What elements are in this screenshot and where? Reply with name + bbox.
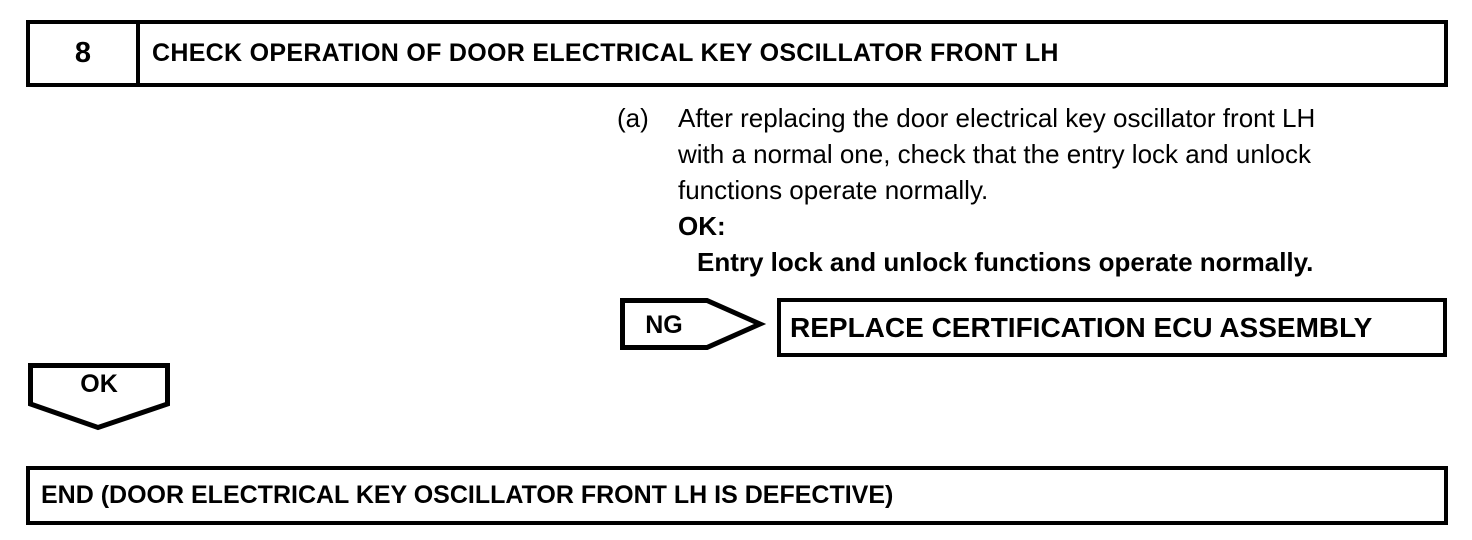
ng-pentagon-right-arrow-icon: [620, 298, 767, 350]
instruction-line-1: (a) After replacing the door electrical …: [617, 100, 1465, 136]
step-title: CHECK OPERATION OF DOOR ELECTRICAL KEY O…: [152, 39, 1059, 67]
instruction-text: After replacing the door electrical key …: [678, 103, 1316, 133]
ok-pentagon-down-arrow-icon: [28, 363, 170, 431]
ok-heading: OK:: [678, 211, 726, 241]
instruction-text: functions operate normally.: [678, 175, 989, 205]
instruction-line-3: functions operate normally.: [617, 172, 1465, 208]
instruction-block: (a) After replacing the door electrical …: [617, 100, 1465, 280]
ng-arrow-shape: [620, 298, 767, 350]
ng-action-box: REPLACE CERTIFICATION ECU ASSEMBLY: [777, 298, 1447, 357]
step-number: 8: [30, 24, 140, 83]
instruction-text: with a normal one, check that the entry …: [678, 139, 1312, 169]
ok-condition: Entry lock and unlock functions operate …: [697, 247, 1314, 277]
ng-branch-label: NG: [645, 310, 683, 339]
ok-arrow-shape: [28, 363, 170, 431]
ok-branch-label: OK: [80, 369, 118, 398]
step-header-box: 8 CHECK OPERATION OF DOOR ELECTRICAL KEY…: [26, 20, 1448, 87]
instruction-line-2: with a normal one, check that the entry …: [617, 136, 1465, 172]
end-step-box: END (DOOR ELECTRICAL KEY OSCILLATOR FRON…: [26, 466, 1448, 525]
list-marker: (a): [617, 103, 649, 133]
